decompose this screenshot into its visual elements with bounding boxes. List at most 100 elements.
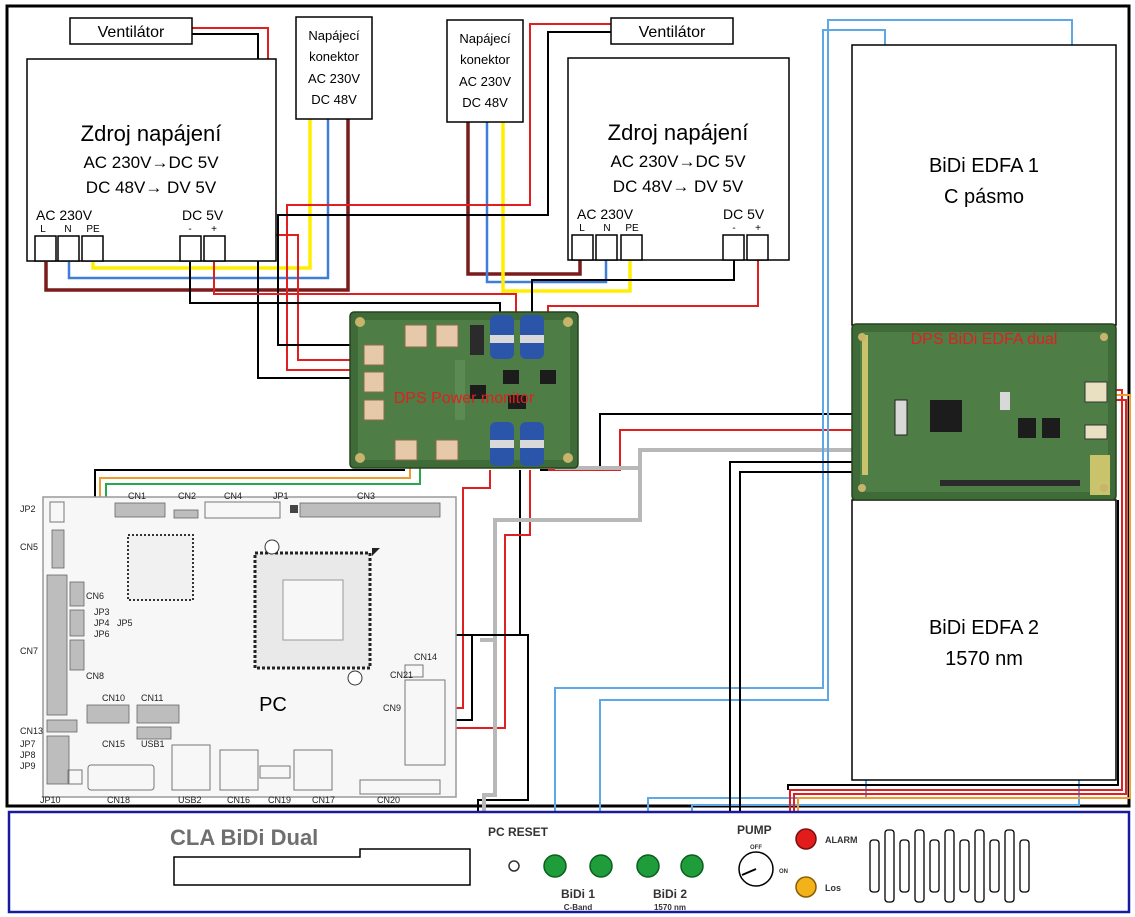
pc-label-cn19: CN19 xyxy=(268,795,291,805)
pc-label-jp9: JP9 xyxy=(20,761,36,771)
pc-label-jp10: JP10 xyxy=(40,795,61,805)
psu-left-dc-label: DC 5V xyxy=(182,207,224,223)
psu-right-ac-label: AC 230V xyxy=(577,206,634,222)
bidi1-led-a xyxy=(543,854,567,878)
psu-left-line2: DC 48V→ DV 5V xyxy=(86,178,217,197)
wire-edfa2-black xyxy=(787,500,1119,790)
front-panel: CLA BiDi Dual PC RESET BiDi 1 C-Band BiD… xyxy=(7,810,1131,914)
psu-left-term-n-label: N xyxy=(64,224,71,235)
wire-alarm-red2 xyxy=(793,399,1127,840)
psu-right-term-minus xyxy=(722,234,745,261)
wire-ac-l-right xyxy=(466,120,582,276)
bidi2-led-b xyxy=(680,854,704,878)
bidi2-label: BiDi 2 xyxy=(653,887,687,901)
edfa-board-chip xyxy=(930,400,962,432)
pc-label-cn2: CN2 xyxy=(178,491,196,501)
psu-right-term-minus-label: - xyxy=(732,223,735,234)
psu-right: Zdroj napájení AC 230V→DC 5V DC 48V→ DV … xyxy=(567,57,790,261)
dps-bidi-edfa-dual-board: DPS BiDi EDFA dual xyxy=(851,323,1117,501)
edfa2-line1: BiDi EDFA 2 xyxy=(929,617,1039,639)
pc-reset-button[interactable] xyxy=(508,860,520,872)
fan-left-label: Ventilátor xyxy=(98,24,165,41)
psu-left-term-pe-label: PE xyxy=(86,224,100,235)
power-connector-left: Napájecí konektor AC 230V DC 48V xyxy=(295,16,373,120)
wire-fan-right-red xyxy=(286,23,630,371)
edfa2-line2: 1570 nm xyxy=(945,648,1023,670)
psu-right-term-n xyxy=(595,234,618,261)
psu-right-term-l xyxy=(571,234,594,261)
psu-right-line2: DC 48V→ DV 5V xyxy=(613,177,744,196)
vent-slots xyxy=(869,829,1030,903)
pc-label-usb1: USB1 xyxy=(141,739,165,749)
psu-left-title: Zdroj napájení xyxy=(81,121,222,146)
psu-left-term-n xyxy=(57,235,80,262)
pc-label-cn10: CN10 xyxy=(102,693,125,703)
dps-power-monitor-board: DPS Power monitor xyxy=(349,311,579,469)
power-monitor-capacitors xyxy=(490,315,544,466)
psu-right-title: Zdroj napájení xyxy=(608,120,749,145)
panel-title: CLA BiDi Dual xyxy=(170,825,318,850)
psu-right-line1: AC 230V→DC 5V xyxy=(610,152,746,171)
psu-right-term-plus xyxy=(746,234,769,261)
pc-label-cn16: CN16 xyxy=(227,795,250,805)
dps-power-label: DPS Power monitor xyxy=(394,390,535,407)
pc-label-cn18: CN18 xyxy=(107,795,130,805)
wire-pm-pc-red xyxy=(455,470,491,709)
psu-left: Zdroj napájení AC 230V→DC 5V DC 48V→ DV … xyxy=(26,58,277,262)
bidi2-sub-label: 1570 nm xyxy=(654,903,686,912)
connector-left-line2: konektor xyxy=(309,49,360,64)
pc-label-cn4: CN4 xyxy=(224,491,242,501)
wire-ac-n-left xyxy=(67,118,330,280)
pc-label-cn13: CN13 xyxy=(20,726,43,736)
front-panel-frame xyxy=(7,810,1131,914)
wire-gray-reset xyxy=(480,455,642,642)
pc-label-jp6: JP6 xyxy=(94,629,110,639)
pc-label-cn20: CN20 xyxy=(377,795,400,805)
pc-label-cn9: CN9 xyxy=(383,703,401,713)
psu-left-term-l xyxy=(34,235,57,262)
fan-left: Ventilátor xyxy=(69,17,193,45)
pc-label-jp7: JP7 xyxy=(20,739,36,749)
pc-label-jp2: JP2 xyxy=(20,504,36,514)
wires xyxy=(44,19,1131,881)
power-connector-right: Napájecí konektor AC 230V DC 48V xyxy=(446,19,524,123)
pc-label-jp5: JP5 xyxy=(117,618,133,628)
fan-right: Ventilátor xyxy=(610,17,734,45)
panel-display-cutout xyxy=(173,848,471,886)
connector-left-line3: AC 230V xyxy=(308,71,360,86)
pc-label-cn14: CN14 xyxy=(414,652,437,662)
pc-label-cn8: CN8 xyxy=(86,671,104,681)
pc-chip-small xyxy=(127,534,194,601)
edfa1-line2: C pásmo xyxy=(944,186,1024,208)
psu-left-term-minus xyxy=(179,235,202,262)
psu-left-term-pe xyxy=(81,235,104,262)
pc-board: JP2 CN1 CN2 CN4 JP1 CN3 CN5 CN6 JP3 JP4 … xyxy=(20,491,457,805)
pc-label-cn7: CN7 xyxy=(20,646,38,656)
wire-psu-left-dc-plus xyxy=(213,262,517,318)
psu-left-term-plus xyxy=(203,235,226,262)
wire-edfa1-bidi1-b xyxy=(599,19,1073,855)
pump-label: PUMP xyxy=(737,823,772,837)
pc-label-cn6: CN6 xyxy=(86,591,104,601)
bidi2-led-a xyxy=(636,854,660,878)
wire-fan-left-red xyxy=(192,27,370,361)
pc-label-cn15: CN15 xyxy=(102,739,125,749)
bidi1-led-b xyxy=(589,854,613,878)
pc-reset-label: PC RESET xyxy=(488,825,549,839)
pump-on-label: ON xyxy=(779,869,788,875)
edfa1-line1: BiDi EDFA 1 xyxy=(929,155,1039,177)
pc-label-cn1: CN1 xyxy=(128,491,146,501)
pc-label-jp8: JP8 xyxy=(20,750,36,760)
connector-left-line4: DC 48V xyxy=(311,92,357,107)
alarm-led xyxy=(795,828,817,850)
pc-label-jp4: JP4 xyxy=(94,618,110,628)
psu-left-term-l-label: L xyxy=(40,224,46,235)
psu-left-term-minus-label: - xyxy=(188,224,191,235)
wire-psu-left-dc-minus xyxy=(189,262,501,318)
pump-off-label: OFF xyxy=(750,845,762,851)
psu-right-term-n-label: N xyxy=(603,223,610,234)
pc-label-usb2: USB2 xyxy=(178,795,202,805)
pc-label: PC xyxy=(259,694,287,716)
connector-left-line1: Napájecí xyxy=(308,28,360,43)
